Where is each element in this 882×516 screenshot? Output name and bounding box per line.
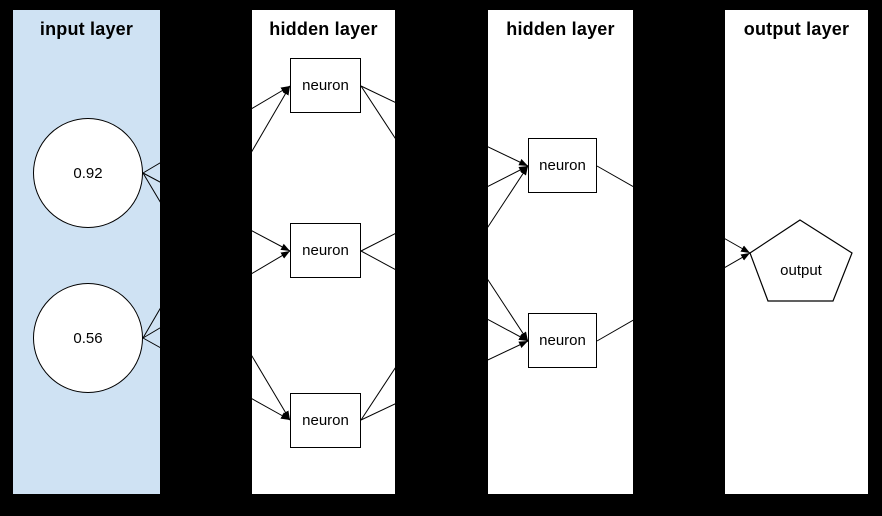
hidden1-neuron-1-label: neuron bbox=[302, 77, 349, 94]
hidden1-neuron-2[interactable]: neuron bbox=[290, 223, 361, 278]
hidden1-neuron-1[interactable]: neuron bbox=[290, 58, 361, 113]
edge-h1c-h2b bbox=[360, 340, 529, 421]
edge-h1a-h2a bbox=[360, 85, 529, 167]
input-node-1[interactable]: 0.92 bbox=[33, 118, 143, 228]
layer-title-input: input layer bbox=[39, 19, 134, 39]
output-node-label: output bbox=[780, 262, 822, 279]
hidden1-neuron-3[interactable]: neuron bbox=[290, 393, 361, 448]
layer-panel-hidden2: hidden layer bbox=[488, 10, 633, 494]
layer-title-hidden2: hidden layer bbox=[506, 19, 615, 39]
edge-h2a-out1 bbox=[596, 165, 751, 254]
input-node-2-label: 0.56 bbox=[73, 329, 103, 347]
layer-title-output: output layer bbox=[743, 19, 850, 39]
hidden1-neuron-3-label: neuron bbox=[302, 412, 349, 429]
hidden1-neuron-2-label: neuron bbox=[302, 242, 349, 259]
edge-h1b-h2a bbox=[360, 165, 529, 252]
edge-h1a-h2b bbox=[360, 85, 529, 342]
edge-h1c-h2a bbox=[360, 165, 529, 421]
edge-in1-h1a bbox=[142, 85, 291, 174]
hidden2-neuron-1-label: neuron bbox=[539, 157, 586, 174]
layer-panel-input: input layer bbox=[13, 10, 160, 494]
edge-in2-h1c bbox=[142, 337, 291, 421]
edge-in2-h1a bbox=[142, 85, 291, 339]
hidden2-neuron-2-label: neuron bbox=[539, 332, 586, 349]
edge-in1-h1c bbox=[142, 172, 291, 421]
output-node[interactable] bbox=[749, 219, 853, 302]
hidden2-neuron-2[interactable]: neuron bbox=[528, 313, 597, 368]
input-node-1-label: 0.92 bbox=[73, 164, 103, 182]
edge-h2b-out1 bbox=[596, 252, 751, 342]
edges-group bbox=[142, 85, 751, 421]
layer-title-hidden1: hidden layer bbox=[269, 19, 378, 39]
edge-in2-h1b bbox=[142, 250, 291, 339]
edge-h1b-h2b bbox=[360, 250, 529, 342]
input-node-2[interactable]: 0.56 bbox=[33, 283, 143, 393]
hidden2-neuron-1[interactable]: neuron bbox=[528, 138, 597, 193]
